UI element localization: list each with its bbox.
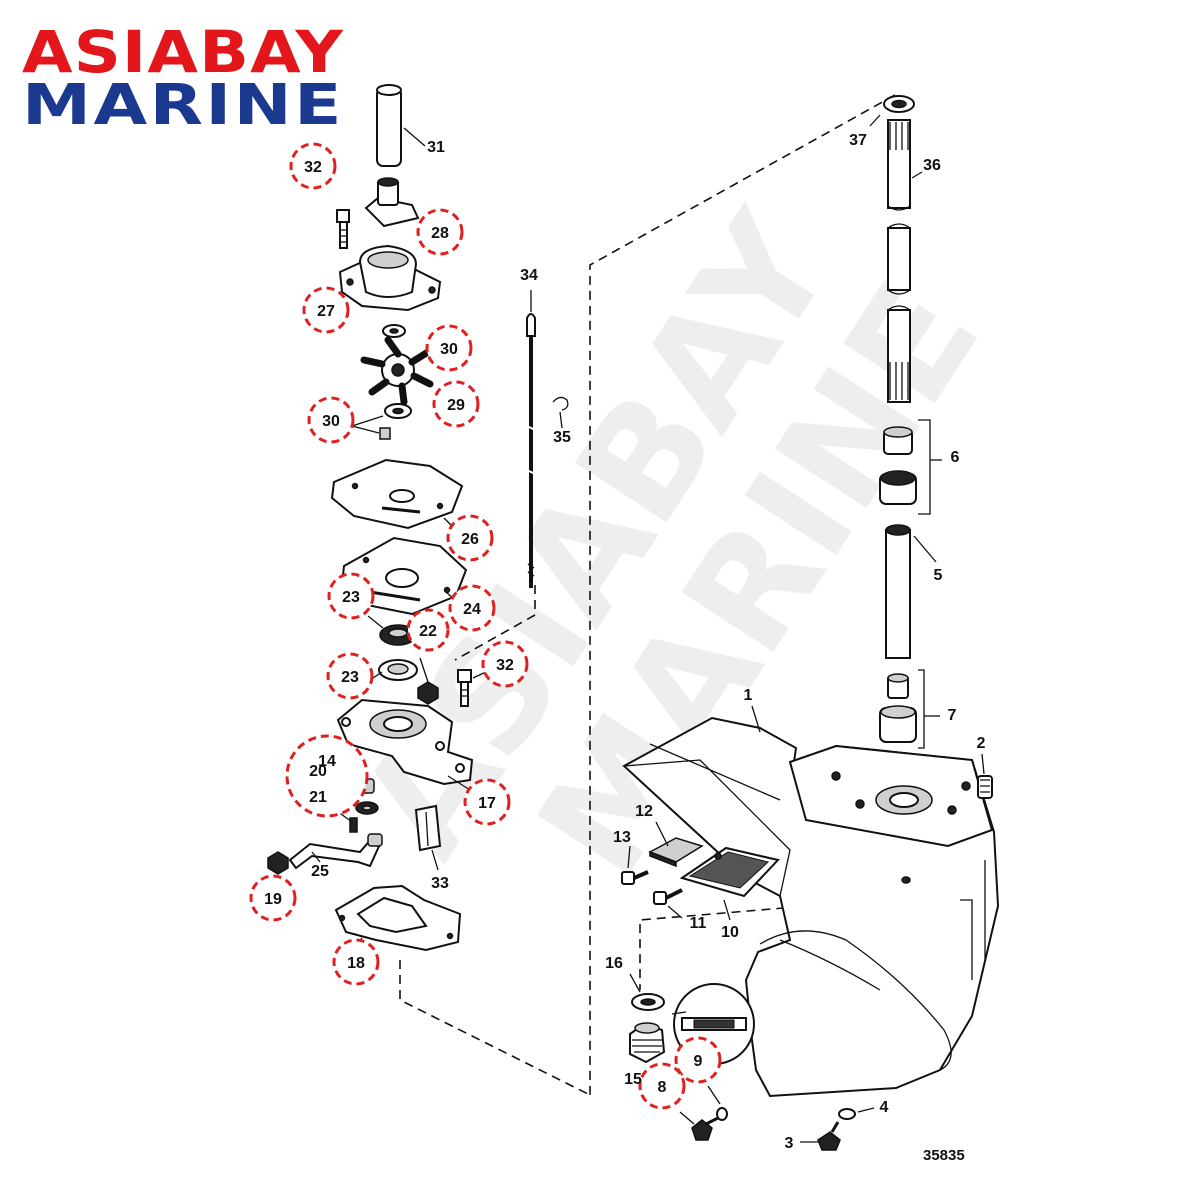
cover-insert	[414, 804, 442, 871]
vent-screw-set	[800, 1107, 875, 1151]
driveshaft-assembly	[869, 95, 942, 749]
highlight-circle	[332, 938, 380, 986]
upper-gasket	[330, 458, 464, 537]
fill-screw-set	[679, 1085, 728, 1141]
part-label: 10	[721, 924, 739, 941]
part-label: 37	[849, 132, 867, 149]
part-label: 25	[311, 863, 329, 880]
anode-screws	[621, 845, 683, 919]
part-label-highlighted: 27	[317, 303, 335, 320]
part-label-highlighted: 28	[431, 225, 449, 242]
part-label: 16	[605, 955, 623, 972]
part-label: 35	[553, 429, 571, 446]
part-label-highlighted: 30	[322, 413, 340, 430]
part-label: 36	[923, 157, 941, 174]
highlight-circle	[446, 514, 494, 562]
highlight-circle	[481, 640, 529, 688]
base-gasket	[334, 884, 462, 952]
water-tube	[376, 84, 426, 167]
highlight-circle	[638, 1062, 686, 1110]
part-label-highlighted: 9	[694, 1053, 703, 1070]
highlight-circle	[432, 380, 480, 428]
brand-line2: MARINE	[22, 73, 344, 138]
part-label: 12	[635, 803, 653, 820]
shift-rod-clip	[552, 396, 569, 429]
part-label-highlighted: 14	[318, 753, 336, 770]
grommet	[267, 851, 289, 875]
part-label: 13	[613, 829, 631, 846]
part-label: 15	[624, 1071, 642, 1088]
pump-housing	[338, 244, 442, 312]
part-label-highlighted: 32	[304, 159, 322, 176]
part-label-highlighted: 22	[419, 623, 437, 640]
part-label-highlighted: 32	[496, 657, 514, 674]
part-label: 6	[951, 449, 960, 466]
part-label-highlighted: 19	[264, 891, 282, 908]
part-label-highlighted: 30	[440, 341, 458, 358]
part-label: 34	[520, 267, 538, 284]
shift-rod	[526, 290, 536, 588]
diagram-number: 35835	[923, 1147, 965, 1164]
bent-water-tube	[288, 833, 383, 870]
highlight-circle	[463, 778, 511, 826]
gear-housing	[622, 705, 1000, 1098]
highlight-circle	[448, 584, 496, 632]
highlight-circle	[249, 874, 297, 922]
part-label: 3	[785, 1135, 794, 1152]
part-label: 31	[427, 139, 445, 156]
brand-logo: ASIABAY MARINE	[22, 18, 344, 138]
highlight-circle	[674, 1036, 722, 1084]
part-label-highlighted: 23	[341, 669, 359, 686]
bolt	[336, 209, 350, 249]
part-label-highlighted: 18	[347, 955, 365, 972]
drain-plug	[977, 753, 993, 799]
part-label: 2	[977, 735, 986, 752]
highlight-circle	[307, 396, 355, 444]
part-label: 4	[880, 1099, 889, 1116]
pump-base	[336, 698, 474, 791]
part-label-highlighted: 29	[447, 397, 465, 414]
highlight-circle	[406, 608, 450, 652]
anode-plates	[648, 821, 780, 921]
part-label-highlighted: 26	[461, 531, 479, 548]
highlight-circle	[416, 208, 464, 256]
bolt	[457, 669, 487, 707]
part-label: 1	[744, 687, 753, 704]
pinion-gear-set	[629, 973, 666, 1064]
highlight-circle	[425, 324, 473, 372]
part-label: 33	[431, 875, 449, 892]
impeller-key	[379, 427, 391, 440]
highlight-circle	[285, 734, 369, 818]
tube-seal	[364, 177, 420, 228]
part-label-highlighted: 8	[658, 1079, 667, 1096]
highlight-circle	[289, 142, 337, 190]
impeller	[360, 336, 434, 406]
highlight-circle	[326, 652, 374, 700]
part-label-highlighted: 21	[309, 789, 327, 806]
part-label-highlighted: 23	[342, 589, 360, 606]
part-label: 11	[690, 915, 707, 932]
part-label-highlighted: 24	[463, 601, 481, 618]
part-label: 5	[934, 567, 943, 584]
brand-line1: ASIABAY	[22, 18, 344, 86]
part-label: 7	[948, 707, 957, 724]
part-label-highlighted: 17	[478, 795, 496, 812]
part-label-highlighted: 20	[309, 763, 327, 780]
highlight-circle	[327, 572, 375, 620]
highlight-circle	[302, 286, 350, 334]
